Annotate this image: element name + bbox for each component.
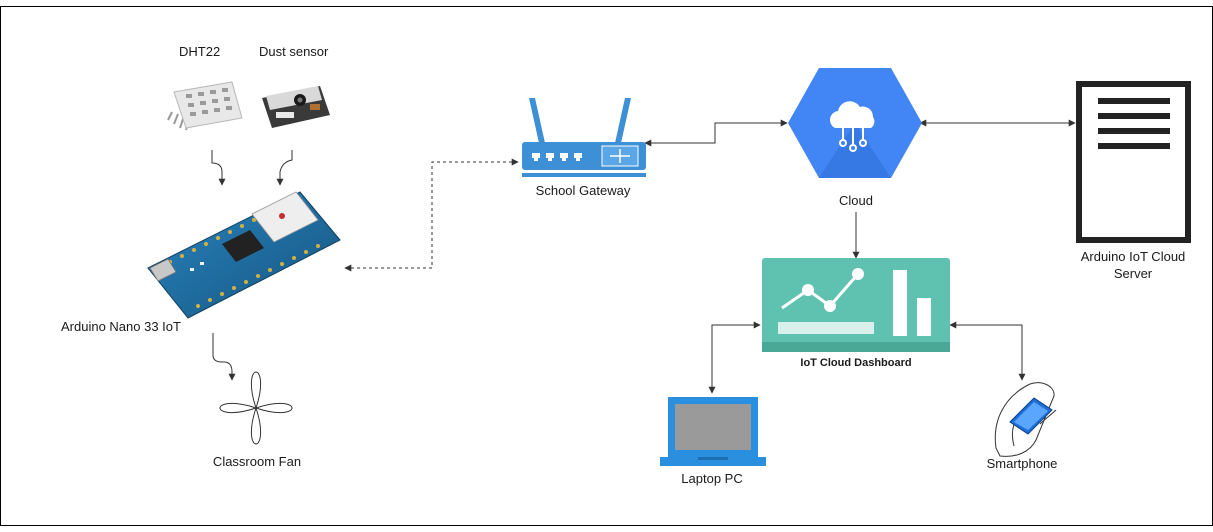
edge-gateway-cloud: [644, 119, 788, 147]
connectors: [211, 119, 1076, 394]
dust-sensor-label: Dust sensor: [259, 44, 329, 59]
arduino-label: Arduino Nano 33 IoT: [61, 319, 181, 334]
server-label-line1: Arduino IoT Cloud: [1080, 249, 1186, 264]
edge-arduino-gateway: [344, 158, 519, 272]
edge-dust-arduino: [276, 150, 293, 186]
edge-dashboard-laptop: [708, 321, 761, 394]
laptop-label: Laptop PC: [681, 471, 743, 486]
dust-sensor-icon: [262, 86, 330, 128]
phone-label: Smartphone: [986, 456, 1058, 471]
smartphone-hand-icon: [994, 382, 1057, 457]
cloud-label: Cloud: [839, 193, 873, 208]
fan-icon: [219, 371, 293, 445]
edge-dht22-arduino: [211, 150, 226, 186]
server-label-line2: Server: [1113, 266, 1153, 281]
dht22-sensor-icon: [167, 81, 243, 131]
dht22-label: DHT22: [179, 44, 221, 59]
gateway-label: School Gateway: [535, 183, 631, 198]
dashboard-label: IoT Cloud Dashboard: [800, 357, 912, 369]
fan-label: Classroom Fan: [212, 454, 302, 469]
edge-dashboard-phone: [949, 321, 1026, 381]
cloud-hexagon-icon: [788, 68, 922, 178]
arduino-board-icon: [147, 191, 341, 319]
dashboard-chart-icon: [762, 258, 950, 352]
laptop-icon: [660, 397, 766, 466]
server-icon: [1076, 81, 1191, 243]
router-icon: [522, 98, 646, 177]
edge-arduino-fan: [212, 333, 236, 381]
